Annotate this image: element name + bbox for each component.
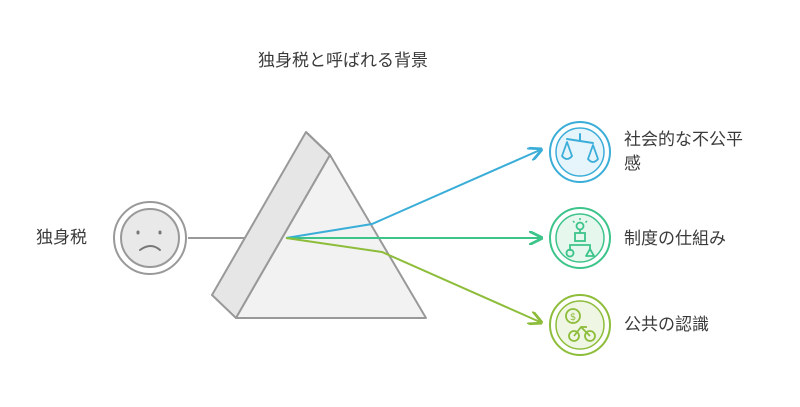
source-label: 独身税 bbox=[36, 228, 87, 248]
output-ray-3 bbox=[285, 237, 540, 322]
prism-top-edge bbox=[305, 131, 331, 156]
svg-text:$: $ bbox=[570, 312, 576, 323]
output-label-system-mechanism: 制度の仕組み bbox=[624, 229, 726, 249]
sad-face-icon bbox=[113, 201, 187, 275]
balance-scale-icon bbox=[549, 121, 611, 183]
output-label-public-perception: 公共の認識 bbox=[624, 315, 709, 335]
output-label-unfairness-line2: 感 bbox=[624, 154, 641, 174]
prism-front-face bbox=[235, 154, 427, 319]
diagram-title: 独身税と呼ばれる背景 bbox=[258, 51, 428, 71]
org-structure-icon bbox=[549, 207, 611, 269]
output-label-unfairness: 社会的な不公平 bbox=[624, 130, 743, 150]
output-ray-1 bbox=[285, 150, 540, 239]
money-bike-icon: $ bbox=[549, 294, 611, 356]
